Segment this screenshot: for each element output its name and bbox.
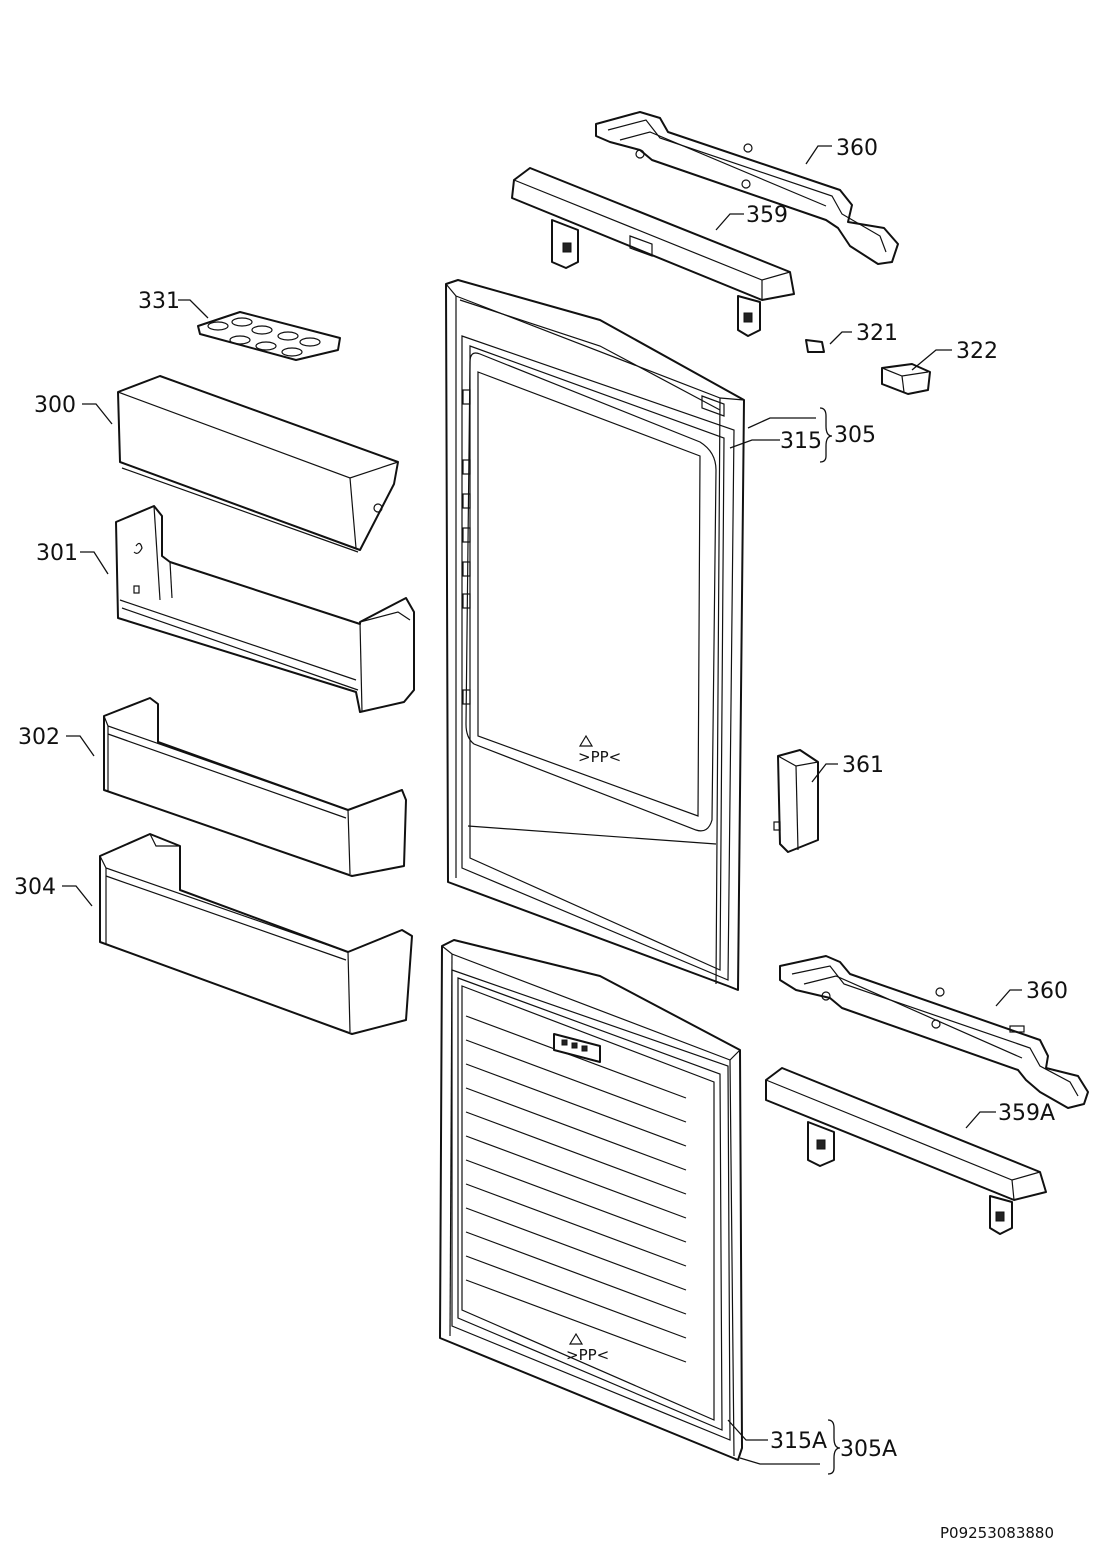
part-300-shelf-cover	[117, 375, 399, 553]
label-321: 321	[856, 321, 898, 346]
leader-lines	[62, 145, 1022, 1465]
label-360-upper: 360	[836, 136, 878, 161]
label-315A: 315A	[770, 1429, 827, 1454]
svg-text:>PP<: >PP<	[566, 1346, 609, 1364]
brace-305	[819, 407, 833, 463]
label-304: 304	[14, 875, 56, 900]
label-301: 301	[36, 541, 78, 566]
part-360-lower-bracket	[779, 955, 1089, 1109]
label-300: 300	[34, 393, 76, 418]
part-322-block	[881, 363, 931, 395]
part-305A-lower-door: >PP<	[439, 939, 743, 1461]
part-331-egg-tray	[197, 311, 341, 361]
part-304-tall-balcony	[99, 833, 413, 1035]
label-359A: 359A	[998, 1101, 1055, 1126]
label-360-lower: 360	[1026, 979, 1068, 1004]
label-322: 322	[956, 339, 998, 364]
label-361: 361	[842, 753, 884, 778]
part-361-hinge-cap	[773, 749, 819, 853]
label-359: 359	[746, 203, 788, 228]
label-305A: 305A	[840, 1437, 897, 1462]
drawing-code: P09253083880	[940, 1524, 1054, 1542]
label-305: 305	[834, 423, 876, 448]
part-321-clip	[805, 339, 825, 353]
label-331: 331	[138, 289, 180, 314]
part-360-upper-bracket	[595, 111, 899, 265]
part-305-upper-door: >PP<	[445, 279, 745, 991]
label-302: 302	[18, 725, 60, 750]
part-301-door-shelf	[115, 505, 415, 713]
part-359A-lower-cover	[765, 1067, 1047, 1235]
brace-305A	[827, 1419, 841, 1475]
part-359-upper-cover	[511, 167, 795, 337]
label-315: 315	[780, 429, 822, 454]
svg-text:>PP<: >PP<	[578, 748, 621, 766]
part-302-balcony-shelf	[103, 697, 407, 877]
